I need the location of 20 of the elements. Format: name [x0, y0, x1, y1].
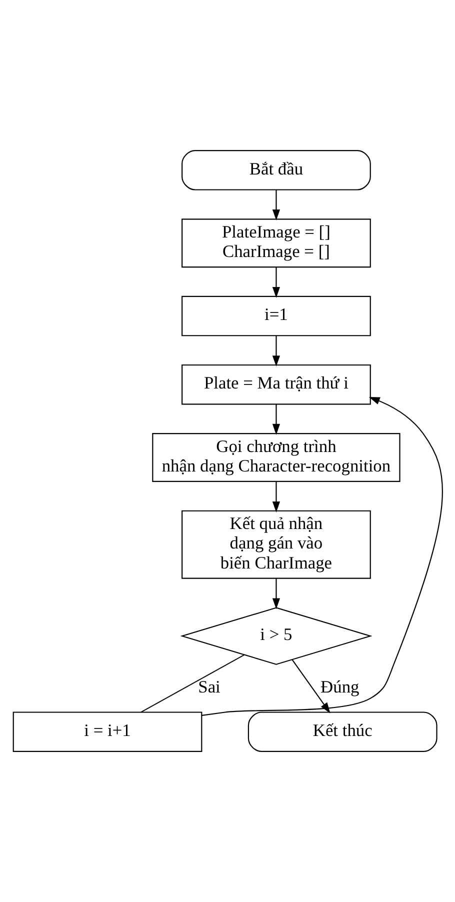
arrow — [272, 404, 280, 435]
arrow — [272, 482, 280, 512]
node-box: i=1 — [181, 296, 370, 336]
edge-label: Sai — [198, 676, 220, 696]
node-box: Bắt đầu — [181, 150, 370, 190]
node-box: Plate = Ma trận thứ i — [181, 364, 370, 405]
node-box: Gọi chương trình nhận dạng Character-recognition — [152, 433, 400, 482]
node-box: Kết thúc — [247, 712, 437, 752]
arrow — [291, 659, 330, 714]
arrow — [272, 336, 280, 366]
arrow — [272, 578, 280, 610]
connector — [140, 654, 244, 713]
arrow — [272, 190, 280, 220]
edge-label: Đúng — [320, 676, 359, 696]
arrow — [201, 397, 442, 716]
node-box: i = i+1 — [12, 712, 202, 752]
node-box: PlateImage = [] CharImage = [] — [181, 218, 370, 268]
node-box: Kết quả nhận dạng gán vào biến CharImage — [181, 510, 370, 579]
node-diamond: i > 5 — [180, 607, 372, 665]
arrow — [272, 267, 280, 298]
